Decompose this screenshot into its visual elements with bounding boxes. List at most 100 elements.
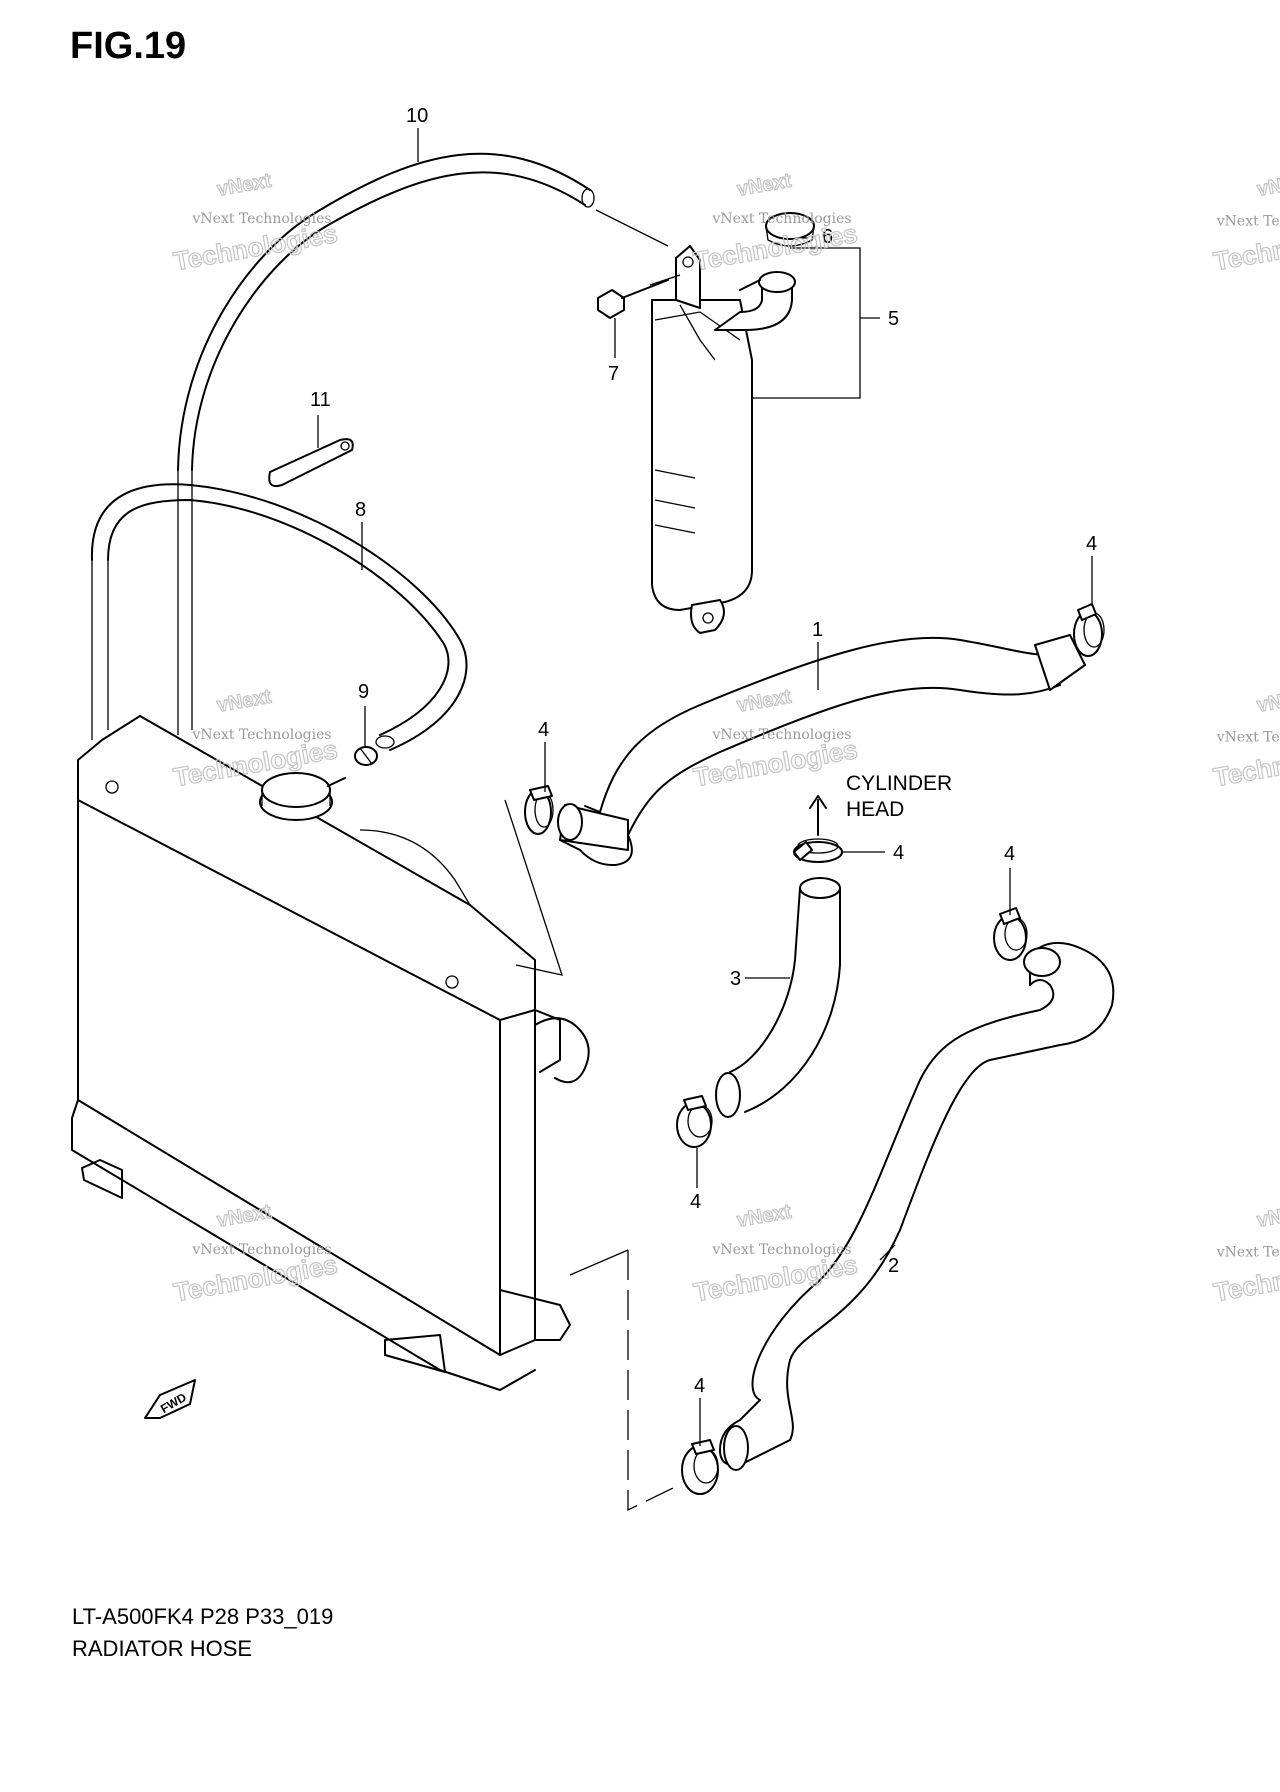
clamp-4-a	[1073, 603, 1105, 657]
watermark-line2: vNext Technologies	[712, 727, 852, 743]
watermark: vNext vNext Technologies Technologies	[1211, 685, 1280, 793]
watermark: vNext vNext Technologies Technologies	[691, 169, 861, 277]
hose-2	[719, 941, 1115, 1471]
radiator-left-bracket	[81, 1159, 123, 1199]
clamp-4-f	[681, 1439, 719, 1495]
reservoir-inlet	[739, 279, 761, 291]
callout-4-e: 4	[690, 1191, 701, 1213]
callout-7: 7	[608, 363, 619, 385]
fwd-arrow-shape	[144, 1379, 196, 1419]
watermark-line2: vNext Technologies	[1216, 1245, 1280, 1261]
radiator-mount-hole	[445, 975, 459, 989]
hose-3-outline-a	[729, 887, 801, 1073]
cylinder-head-line2: HEAD	[846, 798, 904, 821]
clamp-screw	[529, 785, 553, 801]
callout-4-f: 4	[694, 1375, 705, 1397]
reservoir-bottom-tab	[690, 599, 725, 634]
hose-1-outline-b	[627, 684, 1061, 836]
watermark-line2: vNext Technologies	[192, 1242, 332, 1258]
watermark-line2: vNext Technologies	[192, 727, 332, 743]
callout-4-c: 4	[893, 842, 904, 864]
hose-3-bottom-opening	[715, 1072, 741, 1118]
clamp-screw	[683, 1095, 707, 1111]
watermark-line1: vNext	[215, 1201, 273, 1232]
clamp-screw	[999, 907, 1021, 925]
callout-1: 1	[812, 619, 823, 641]
reservoir-top-tab	[675, 245, 701, 309]
cylinder-head-line1: CYLINDER	[846, 772, 952, 795]
clamp-ring-inner	[797, 838, 839, 854]
hose-10-outline-b	[191, 171, 586, 471]
watermark-line1: vNext	[1255, 686, 1280, 717]
watermark-line1: vNext	[735, 1201, 793, 1232]
radiator-lower-outlet	[499, 1289, 571, 1341]
reservoir-bottom-hole	[702, 612, 714, 624]
hose-1-elbow	[559, 834, 633, 867]
hose-8-outline-a	[90, 483, 468, 751]
hose-8	[90, 483, 468, 751]
radiator-mount-hole	[105, 780, 119, 794]
hose-1-end-right	[1034, 634, 1086, 691]
bolt-7	[597, 279, 669, 319]
reservoir-rib	[679, 304, 716, 361]
watermark-line1: vNext	[735, 170, 793, 201]
model-code: LT-A500FK4 P28 P33_019	[72, 1604, 333, 1629]
radiator-bottom-bracket	[384, 1334, 446, 1373]
watermark-line3: Technologies	[171, 1249, 339, 1307]
hose-1	[557, 634, 1086, 867]
hose-3-top-opening	[799, 877, 841, 899]
clip-11-hole	[340, 441, 350, 451]
cylinder-head-arrow-head	[809, 795, 827, 809]
watermark-line2: vNext Technologies	[1216, 730, 1280, 746]
watermark: vNext vNext Technologies Technologies	[1211, 169, 1280, 277]
radiator-overflow-nipple	[327, 777, 346, 787]
callout-2: 2	[888, 1255, 899, 1277]
watermark-line3: Technologies	[171, 218, 339, 276]
leader-2	[879, 1244, 896, 1261]
clamp-ring	[1073, 611, 1103, 657]
phantom-connection-upper	[504, 799, 563, 976]
hose-10-end	[581, 188, 595, 208]
radiator-upper-outlet	[534, 1017, 590, 1084]
clamp-4-e	[676, 1095, 713, 1148]
hose-10-outline-a	[177, 152, 591, 471]
callout-6: 6	[822, 226, 833, 248]
clip-11-body	[268, 438, 354, 488]
clamp-screw	[691, 1439, 715, 1455]
callout-4-a: 4	[1086, 533, 1097, 555]
radiator-shroud	[359, 829, 471, 906]
hose-2-top-opening	[1023, 947, 1061, 977]
watermark-line1: vNext	[1255, 170, 1280, 201]
hose-2-body	[719, 941, 1115, 1467]
watermark-line2: vNext Technologies	[192, 211, 332, 227]
callout-4-d: 4	[1004, 843, 1015, 865]
bolt-7-shank	[621, 279, 669, 299]
watermark-line2: vNext Technologies	[1216, 214, 1280, 230]
radiator-cap-side	[261, 790, 331, 806]
reservoir-level-marks	[654, 469, 696, 534]
watermark: vNext vNext Technologies Technologies	[171, 169, 341, 277]
callout-5: 5	[888, 308, 899, 330]
cap-6-skirt	[765, 225, 815, 247]
hose-8-end	[375, 735, 395, 749]
radiator-top-tank	[77, 715, 536, 1021]
callout-8: 8	[355, 499, 366, 521]
hose-1-opening	[557, 803, 583, 841]
bolt-7-head	[597, 289, 625, 319]
figure-caption: RADIATOR HOSE	[72, 1636, 252, 1661]
watermark-line1: vNext	[735, 686, 793, 717]
clamp-4-b	[524, 785, 554, 835]
watermark: vNext vNext Technologies Technologies	[691, 685, 861, 793]
radiator-cap	[261, 772, 331, 808]
radiator-flange-upper	[534, 1009, 561, 1073]
hose-3	[715, 877, 841, 1118]
reservoir-neck-top	[758, 271, 796, 293]
clamp-screw	[1077, 603, 1097, 621]
watermark-line1: vNext	[215, 686, 273, 717]
watermark-line2: vNext Technologies	[712, 1242, 852, 1258]
radiator	[71, 470, 590, 1391]
clamp-4-d	[993, 907, 1028, 961]
bracket-5	[752, 247, 861, 399]
reservoir-cap-6	[765, 212, 815, 247]
radiator-bottom-tank	[71, 1099, 536, 1391]
